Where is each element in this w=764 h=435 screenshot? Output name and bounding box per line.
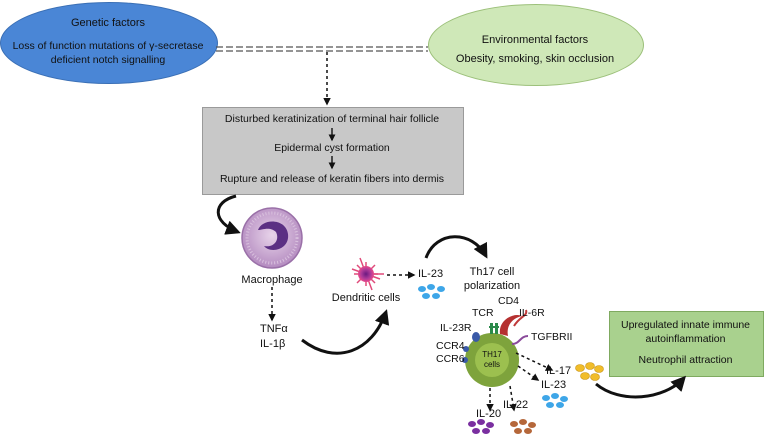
- il17-molecules: [575, 362, 604, 381]
- tgfbrii-label: TGFBRII: [531, 331, 573, 343]
- outcome-line3: Neutrophil attraction: [638, 354, 733, 366]
- macrophage-cell: [241, 207, 303, 269]
- il23-top-molecules: [418, 284, 445, 299]
- process-step-1: Disturbed keratinization of terminal hai…: [224, 113, 440, 125]
- curve-arrow-to-outcome: [595, 375, 687, 399]
- il20-molecules: [468, 419, 494, 434]
- ccr6-label: CCR6: [436, 353, 465, 365]
- tcr-receptor: [489, 323, 499, 334]
- curve-arrow-to-polarization: [424, 235, 488, 259]
- genetic-factors-title: Genetic factors: [71, 17, 145, 29]
- il17-label: IL-17: [546, 365, 572, 377]
- il20-label: IL-20: [476, 408, 502, 420]
- genetic-factors-line2: deficient notch signalling: [50, 54, 166, 66]
- tcr-label: TCR: [472, 307, 494, 319]
- th17-cell: [465, 333, 519, 387]
- il23-top-label: IL-23: [418, 268, 444, 280]
- environmental-factors-line1: Obesity, smoking, skin occlusion: [455, 53, 615, 65]
- outcome-line2: autoinflammation: [645, 333, 726, 345]
- th17-label-line1: TH17: [482, 350, 502, 359]
- ccr4-label: CCR4: [436, 340, 465, 352]
- cd4-label: CD4: [498, 295, 520, 307]
- ccr4-receptor: [463, 346, 469, 352]
- ccr6-receptor: [462, 357, 468, 363]
- environmental-factors-ellipse: [428, 4, 644, 86]
- environmental-factors-title: Environmental factors: [481, 34, 589, 46]
- il23-label: IL-23: [541, 379, 567, 391]
- il23-bottom-molecules: [542, 393, 568, 408]
- tnf-label: TNFα: [260, 323, 288, 335]
- curve-arrow-to-dendritic: [301, 309, 390, 355]
- genetic-factors-line1: Loss of function mutations of γ-secretas…: [12, 40, 204, 52]
- process-step-2: Epidermal cyst formation: [274, 142, 390, 154]
- il1b-label: IL-1β: [260, 338, 286, 350]
- outcome-box: [609, 311, 764, 377]
- il6r-label: IL-6R: [519, 307, 545, 319]
- il22-molecules: [510, 419, 536, 434]
- tgfbrii-receptor: [511, 335, 529, 345]
- process-box: [202, 107, 464, 195]
- curve-arrow-to-macrophage: [216, 194, 241, 235]
- polarization-line1: Th17 cell: [469, 266, 515, 278]
- th17-to-il22-arrow: [509, 385, 517, 412]
- il6r-receptor: [513, 309, 528, 327]
- cd4-receptor: [499, 314, 522, 336]
- process-step-3: Rupture and release of keratin fibers in…: [219, 173, 445, 185]
- outcome-line1: Upregulated innate immune: [621, 319, 750, 331]
- macrophage-label: Macrophage: [241, 274, 303, 286]
- il22-label: IL-22: [503, 399, 529, 411]
- il23r-receptor: [472, 332, 480, 342]
- genetic-factors-ellipse: [0, 2, 218, 84]
- th17-label-line2: cells: [483, 360, 500, 369]
- th17-to-il23-arrow: [517, 365, 540, 381]
- factor-connector: [216, 46, 428, 106]
- il23r-label: IL-23R: [440, 322, 472, 334]
- dendritic-cells-label: Dendritic cells: [331, 292, 401, 304]
- th17-to-il17-arrow: [515, 352, 554, 371]
- polarization-line2: polarization: [463, 280, 521, 292]
- dendritic-cell: [351, 257, 384, 291]
